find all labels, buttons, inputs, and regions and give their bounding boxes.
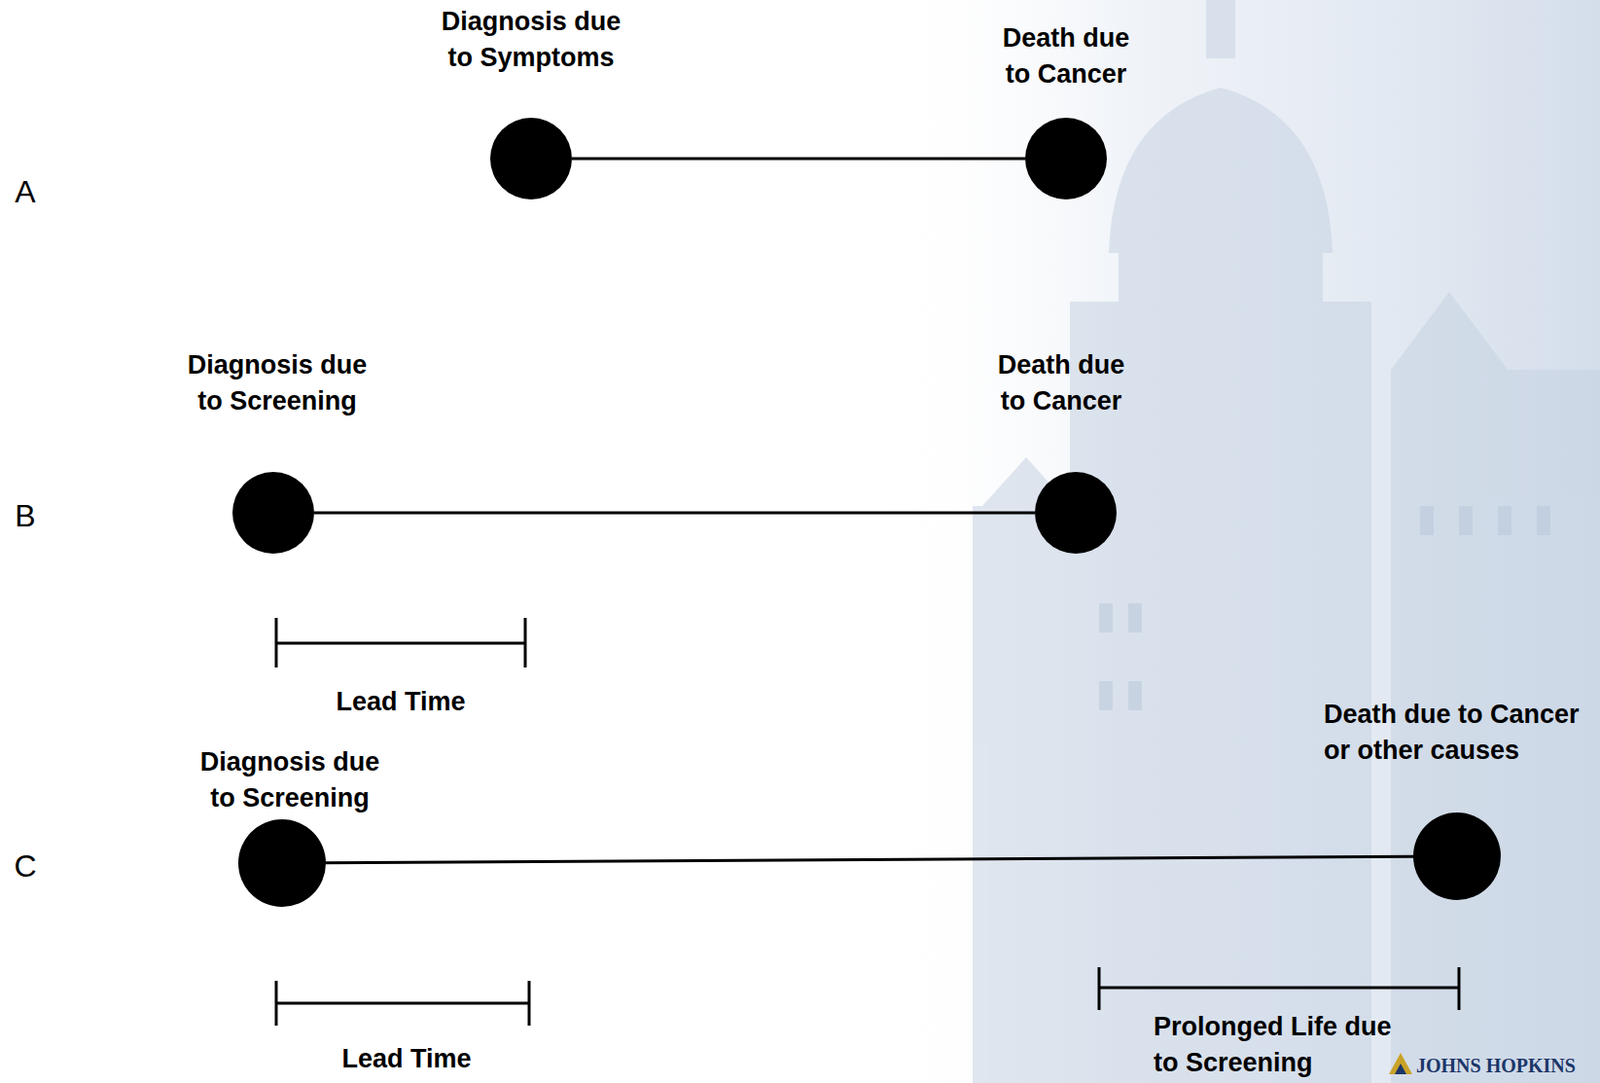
event-label: Diagnosis due to Screening: [179, 347, 375, 420]
bracket-label: Lead Time: [309, 1040, 504, 1077]
timeline-dot: Diagnosis due to Screening: [232, 471, 315, 554]
timeline-dot: Death due to Cancer or other causes: [1413, 812, 1501, 900]
timeline-line: [325, 855, 1414, 862]
event-label: Death due to Cancer or other causes: [1323, 696, 1592, 769]
bracket-label: Prolonged Life due to Screening: [1153, 1008, 1409, 1081]
row-letter: B: [5, 494, 45, 537]
row-letter: A: [5, 170, 45, 214]
timeline-dot: Diagnosis due to Screening: [238, 818, 326, 907]
bracket-label: Lead Time: [303, 683, 498, 720]
timeline-line: [571, 157, 1026, 161]
logo-watermark: JOHNS HOPKINS: [1416, 1052, 1576, 1079]
timeline-line: [314, 511, 1035, 515]
timeline-dot: Death due to Cancer: [1025, 117, 1107, 200]
timeline-dot: Death due to Cancer: [1034, 471, 1117, 554]
event-label: Death due to Cancer: [988, 20, 1144, 93]
event-label: Diagnosis due to Symptoms: [433, 3, 629, 76]
timeline-dot: Diagnosis due to Symptoms: [490, 117, 572, 200]
row-letter: C: [5, 844, 45, 888]
event-label: Diagnosis due to Screening: [192, 744, 388, 817]
event-label: Death due to Cancer: [983, 347, 1139, 420]
